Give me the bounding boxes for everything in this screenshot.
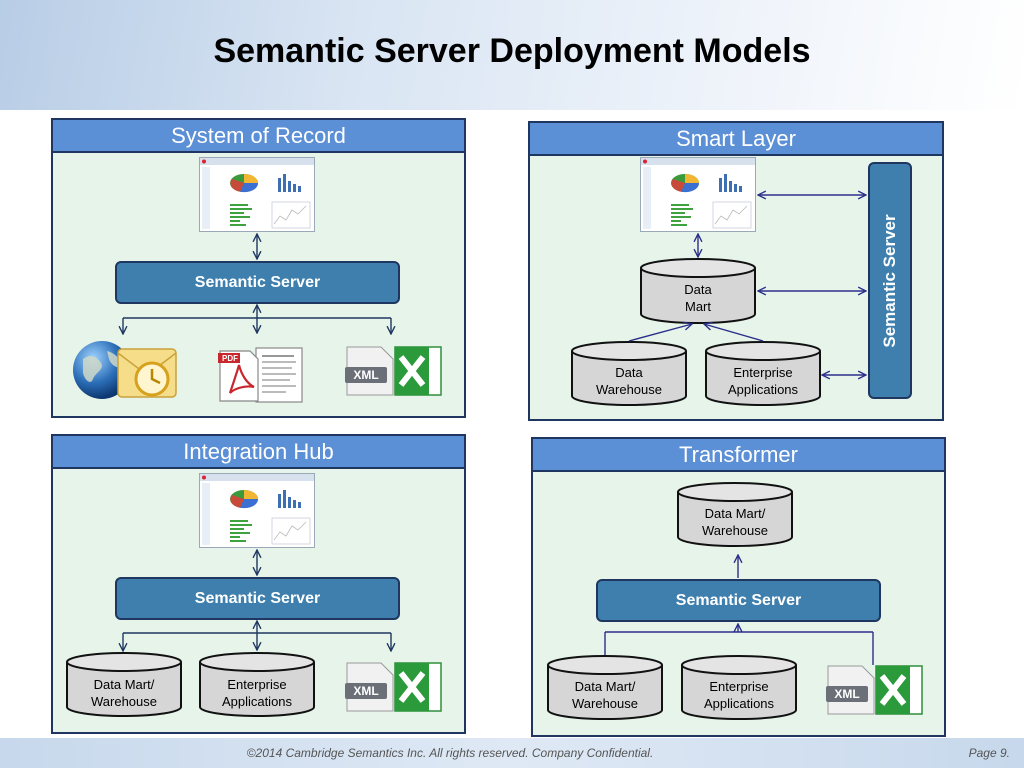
footer-bar: [0, 738, 1024, 768]
semantic-server-box: Semantic Server: [596, 579, 881, 622]
data-mart-warehouse-top-label: Data Mart/ Warehouse: [702, 506, 768, 538]
data-mart-warehouse-label: Data Mart/ Warehouse: [91, 677, 157, 709]
data-mart-warehouse-label: Data Mart/ Warehouse: [572, 679, 638, 711]
footer-copyright: ©2014 Cambridge Semantics Inc. All right…: [246, 746, 654, 760]
xml-excel-icon: XML: [343, 661, 443, 713]
semantic-server-label: Semantic Server: [880, 213, 899, 348]
panel-title: Smart Layer: [530, 123, 942, 156]
xml-label: XML: [834, 687, 860, 701]
xml-excel-icon: XML: [824, 664, 924, 716]
panel-title: System of Record: [53, 120, 464, 153]
semantic-server-box-vertical: Semantic Server: [868, 162, 912, 399]
outlook-icon: [117, 348, 177, 398]
xml-label: XML: [353, 368, 379, 382]
dashboard-icon: [200, 474, 314, 545]
dashboard-screenshot: [199, 473, 315, 548]
semantic-server-box: Semantic Server: [115, 577, 400, 620]
pdf-document-icon: [218, 347, 303, 403]
xml-file-icon: [345, 662, 442, 712]
pdf-label: PDF: [222, 354, 238, 363]
panel-title: Integration Hub: [53, 436, 464, 469]
dashboard-icon: [200, 158, 314, 229]
page-title: Semantic Server Deployment Models: [213, 32, 811, 70]
xml-excel-icon: XML: [343, 345, 443, 397]
xml-file-icon: [826, 665, 923, 715]
slide-header: [0, 0, 1024, 110]
dashboard-screenshot: [199, 157, 315, 232]
enterprise-applications-label: Enterprise Applications: [727, 365, 799, 397]
enterprise-applications-label: Enterprise Applications: [703, 679, 775, 711]
data-warehouse-label: Data Warehouse: [596, 365, 662, 397]
dashboard-icon: [641, 158, 755, 229]
enterprise-applications-label: Enterprise Applications: [221, 677, 293, 709]
semantic-server-box: Semantic Server: [115, 261, 400, 304]
page-number: Page 9.: [968, 746, 1010, 760]
panel-title: Transformer: [533, 439, 944, 472]
xml-file-icon: [345, 346, 442, 396]
xml-label: XML: [353, 684, 379, 698]
data-mart-label: Data Mart: [684, 282, 712, 314]
dashboard-screenshot: [640, 157, 756, 232]
